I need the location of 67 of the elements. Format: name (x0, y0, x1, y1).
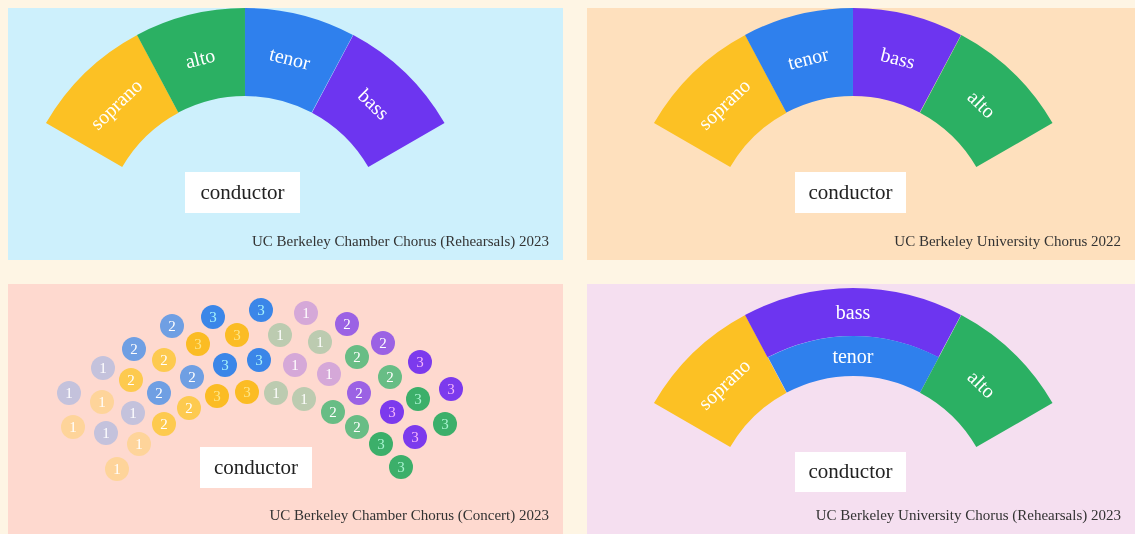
singer-marker: 1 (121, 401, 145, 425)
singer-marker: 3 (403, 425, 427, 449)
singer-marker: 3 (249, 298, 273, 322)
singer-marker: 3 (225, 323, 249, 347)
section-label: tenor (832, 346, 874, 366)
singer-marker: 3 (389, 455, 413, 479)
singer-marker: 3 (369, 432, 393, 456)
singer-marker: 2 (321, 400, 345, 424)
section-label: tenor (785, 42, 831, 73)
singer-marker: 3 (186, 332, 210, 356)
conductor-box: conductor (200, 447, 312, 488)
singer-marker: 3 (439, 377, 463, 401)
panel-caption: UC Berkeley University Chorus (Rehearsals) 2023 (815, 505, 1121, 525)
singer-marker: 1 (268, 323, 292, 347)
singer-marker: 3 (408, 350, 432, 374)
panel-background (8, 8, 563, 260)
singer-marker: 2 (119, 368, 143, 392)
singer-marker: 1 (90, 390, 114, 414)
singer-marker: 3 (247, 348, 271, 372)
singer-marker: 3 (380, 400, 404, 424)
panel-background (587, 284, 1135, 534)
section-label: bass (354, 85, 394, 124)
singer-marker: 2 (378, 365, 402, 389)
singer-marker: 2 (147, 381, 171, 405)
singer-marker: 2 (335, 312, 359, 336)
section-label: alto (964, 366, 1000, 402)
singer-marker: 3 (433, 412, 457, 436)
panel-caption: UC Berkeley Chamber Chorus (Concert) 2023 (269, 505, 549, 525)
singer-marker: 2 (180, 365, 204, 389)
singer-marker: 3 (235, 380, 259, 404)
section-label: alto (183, 44, 217, 71)
singer-marker: 1 (264, 381, 288, 405)
singer-marker: 1 (294, 301, 318, 325)
singer-marker: 2 (160, 314, 184, 338)
panel-background (8, 284, 563, 534)
singer-marker: 1 (308, 330, 332, 354)
singer-marker: 3 (213, 353, 237, 377)
singer-marker: 3 (201, 305, 225, 329)
singer-marker: 1 (57, 381, 81, 405)
singer-marker: 1 (61, 415, 85, 439)
section-label: bass (835, 302, 871, 322)
singer-marker: 3 (205, 384, 229, 408)
section-label: tenor (267, 42, 313, 73)
singer-marker: 2 (345, 415, 369, 439)
panel-caption: UC Berkeley University Chorus 2022 (894, 231, 1121, 251)
singer-marker: 1 (127, 432, 151, 456)
conductor-box: conductor (795, 172, 906, 213)
singer-marker: 1 (283, 353, 307, 377)
panel-background (587, 8, 1135, 260)
section-label: bass (878, 43, 918, 72)
singer-marker: 1 (317, 362, 341, 386)
section-label: alto (964, 86, 1000, 122)
panel-caption: UC Berkeley Chamber Chorus (Rehearsals) 2023 (252, 231, 549, 251)
singer-marker: 1 (91, 356, 115, 380)
singer-marker: 2 (347, 381, 371, 405)
singer-marker: 3 (406, 387, 430, 411)
singer-marker: 2 (152, 412, 176, 436)
conductor-box: conductor (185, 172, 300, 213)
singer-marker: 2 (122, 337, 146, 361)
conductor-box: conductor (795, 452, 906, 492)
singer-marker: 1 (94, 421, 118, 445)
singer-marker: 1 (105, 457, 129, 481)
singer-marker: 2 (177, 396, 201, 420)
singer-marker: 2 (152, 348, 176, 372)
singer-marker: 2 (371, 331, 395, 355)
singer-marker: 1 (292, 387, 316, 411)
singer-marker: 2 (345, 345, 369, 369)
